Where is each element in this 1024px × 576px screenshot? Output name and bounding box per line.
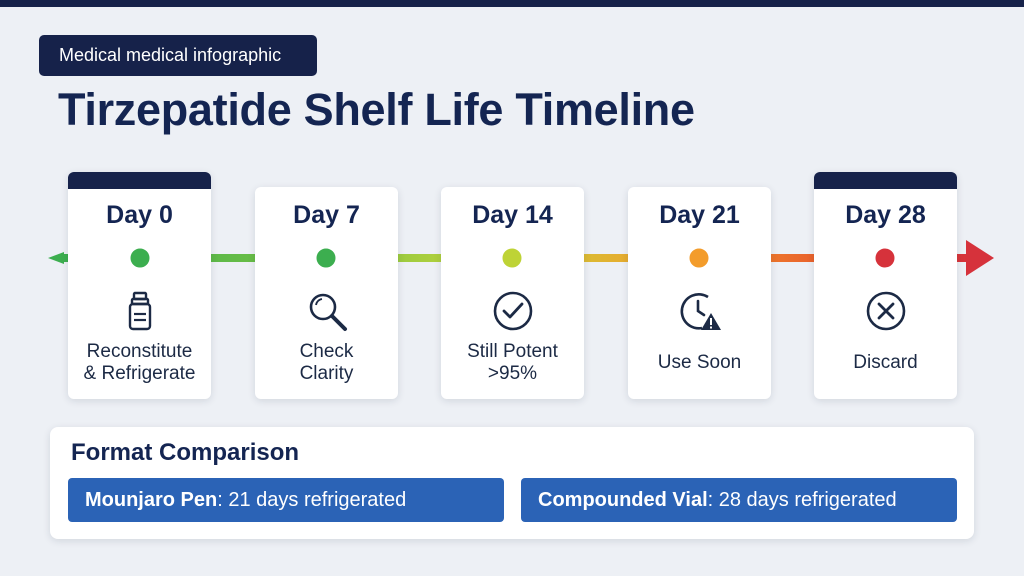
clock-warning-icon [680,293,721,330]
arrow-head [966,240,994,276]
timeline-card-day-0: Day 0 Reconstitute & Refrigerate [68,172,211,399]
format-detail: : 28 days refrigerated [707,489,897,511]
card-day-label: Day 0 [106,201,173,229]
format-name: Compounded Vial [538,489,708,511]
card-day-label: Day 28 [845,201,926,229]
check-circle-icon [493,291,532,331]
comparison-pill-pen: Mounjaro Pen: 21 days refrigerated [68,478,504,522]
card-step-label: Discard [853,352,918,373]
magnifier-icon [309,293,347,331]
format-comparison-panel: Format Comparison Mounjaro Pen: 21 days … [50,427,974,539]
card-step-label: Use Soon [657,352,742,373]
x-circle-icon [866,291,905,331]
category-badge: Medical medical infographic [39,35,317,76]
format-name: Mounjaro Pen [85,489,218,511]
page-title: Tirzepatide Shelf Life Timeline [58,84,695,135]
timeline-card-day-21: Day 21 Use Soon [628,187,771,399]
card-step-label: Reconstitute & Refrigerate [83,341,196,384]
card-day-label: Day 21 [659,201,740,229]
timeline-card-day-28: Day 28 Discard [814,172,957,399]
comparison-pill-vial: Compounded Vial: 28 days refrigerated [521,478,957,522]
vial-icon [128,291,151,331]
format-detail: : 21 days refrigerated [217,489,407,511]
timeline-card-day-7: Day 7 Check Clarity [255,187,398,399]
top-accent-bar [0,0,1024,7]
timeline-card-day-14: Day 14 Still Potent >95% [441,187,584,399]
card-day-label: Day 7 [293,201,360,229]
card-day-label: Day 14 [472,201,553,229]
card-step-label: Still Potent >95% [467,341,558,384]
card-step-label: Check Clarity [299,341,354,384]
comparison-title: Format Comparison [71,439,300,466]
